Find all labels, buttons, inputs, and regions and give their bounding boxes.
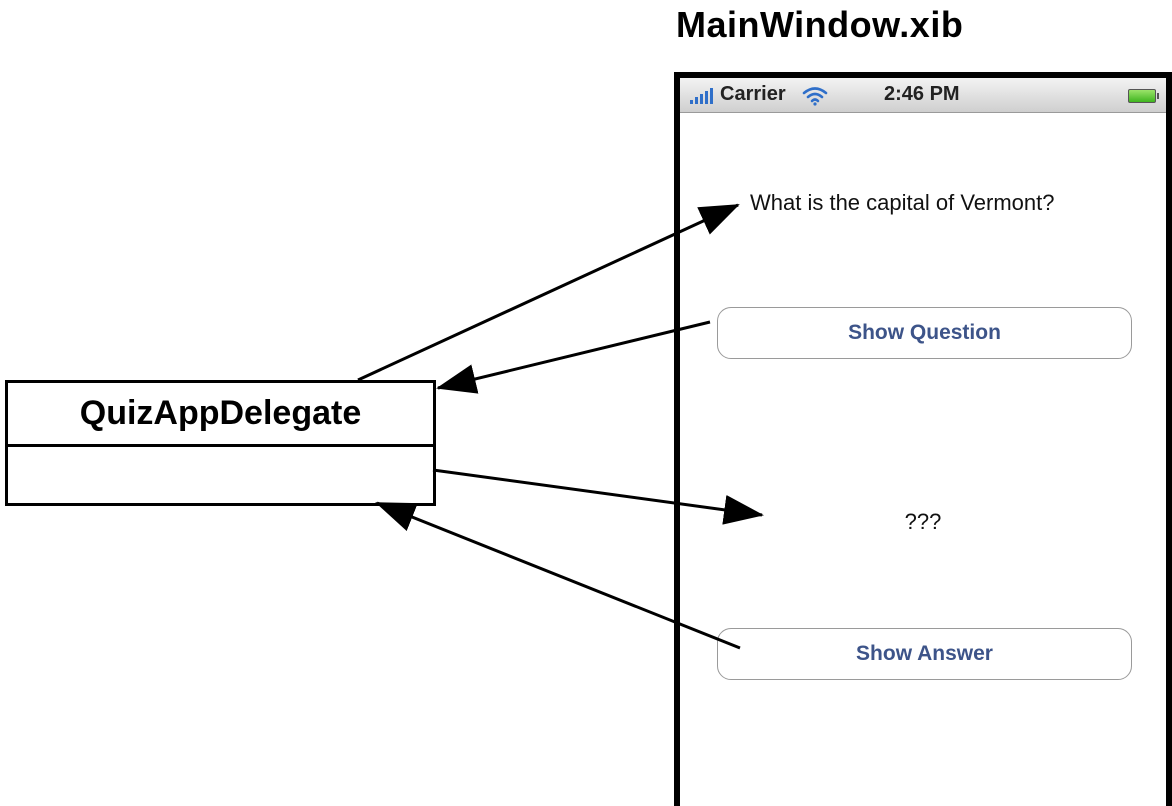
iphone-window: Carrier 2:46 PM What is the capital of V… [674, 72, 1172, 806]
class-name: QuizAppDelegate [8, 383, 433, 447]
status-bar: Carrier 2:46 PM [680, 78, 1166, 113]
signal-bars-icon [690, 88, 713, 104]
show-answer-button[interactable]: Show Answer [717, 628, 1132, 680]
show-question-button[interactable]: Show Question [717, 307, 1132, 359]
class-box: QuizAppDelegate [5, 380, 436, 506]
action-arrow-show-question [436, 320, 711, 394]
battery-icon [1128, 89, 1159, 103]
question-label: What is the capital of Vermont? [750, 190, 1055, 215]
status-time: 2:46 PM [884, 83, 960, 105]
answer-label: ??? [904, 509, 942, 534]
xib-title: MainWindow.xib [676, 4, 964, 45]
wifi-icon [802, 86, 828, 112]
carrier-label: Carrier [720, 83, 786, 105]
